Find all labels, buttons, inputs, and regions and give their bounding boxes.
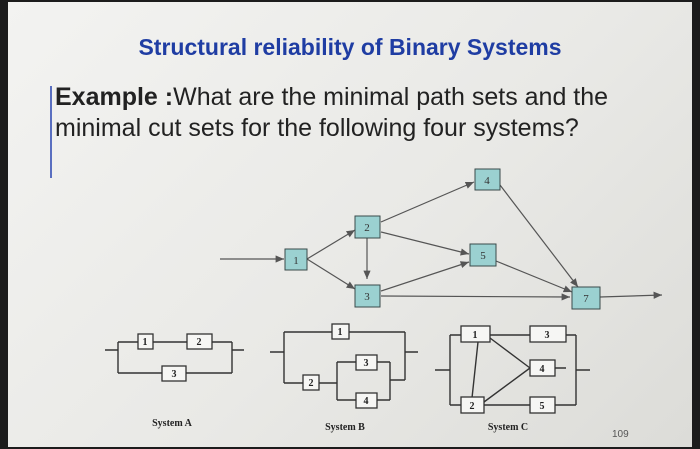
system-a: 1 2 3 System A bbox=[105, 333, 244, 429]
question-body: What are the minimal path sets and the m… bbox=[55, 83, 609, 142]
system-b-block-3-label: 3 bbox=[364, 358, 369, 369]
main-block-1-label: 1 bbox=[293, 255, 299, 267]
system-b: 1 2 3 4 System B bbox=[270, 323, 418, 433]
main-block-7-label: 7 bbox=[583, 293, 589, 305]
question-prefix: Example : bbox=[55, 83, 174, 111]
system-a-block-2: 2 bbox=[186, 333, 213, 350]
system-b-block-1-label: 1 bbox=[338, 327, 343, 338]
main-block-4: 4 bbox=[474, 168, 501, 191]
system-b-block-4-label: 4 bbox=[364, 396, 369, 407]
system-c-block-1-label: 1 bbox=[473, 330, 478, 341]
system-a-block-1-label: 1 bbox=[143, 337, 148, 348]
system-b-block-3: 3 bbox=[355, 354, 378, 371]
system-b-caption: System B bbox=[325, 422, 365, 433]
system-c: 1 3 4 2 5 System C bbox=[435, 325, 590, 433]
system-b-block-2: 2 bbox=[302, 374, 320, 391]
main-network-wires bbox=[220, 181, 663, 301]
main-block-4-label: 4 bbox=[484, 175, 490, 187]
main-block-3-label: 3 bbox=[364, 291, 370, 303]
question-text: Example :What are the minimal path sets … bbox=[55, 82, 635, 144]
system-a-block-3-label: 3 bbox=[172, 369, 177, 380]
question-bar bbox=[50, 86, 52, 178]
system-c-block-2-label: 2 bbox=[470, 401, 475, 412]
main-block-7: 7 bbox=[571, 286, 601, 310]
system-c-block-5-label: 5 bbox=[540, 401, 545, 412]
main-block-5-label: 5 bbox=[480, 250, 486, 262]
system-b-block-2-label: 2 bbox=[309, 378, 314, 389]
system-c-block-3-label: 3 bbox=[545, 330, 550, 341]
system-c-caption: System C bbox=[488, 422, 528, 433]
system-c-block-1: 1 bbox=[460, 325, 491, 343]
system-a-block-1: 1 bbox=[137, 333, 154, 350]
main-block-5: 5 bbox=[469, 243, 497, 267]
system-b-block-1: 1 bbox=[331, 323, 350, 340]
system-c-block-2: 2 bbox=[460, 396, 485, 414]
system-b-block-4: 4 bbox=[355, 392, 378, 409]
system-c-block-4: 4 bbox=[529, 359, 556, 377]
system-c-block-3: 3 bbox=[529, 325, 567, 343]
system-a-block-3: 3 bbox=[161, 365, 187, 382]
main-block-1: 1 bbox=[284, 248, 308, 271]
page-number: 109 bbox=[612, 429, 629, 440]
system-a-block-2-label: 2 bbox=[197, 337, 202, 348]
system-c-block-4-label: 4 bbox=[540, 364, 545, 375]
main-block-3: 3 bbox=[354, 284, 381, 308]
slide-title: Structural reliability of Binary Systems bbox=[138, 34, 562, 60]
main-block-2: 2 bbox=[354, 215, 381, 239]
main-block-2-label: 2 bbox=[364, 222, 370, 234]
system-a-caption: System A bbox=[152, 418, 193, 429]
system-c-block-5: 5 bbox=[529, 396, 556, 414]
